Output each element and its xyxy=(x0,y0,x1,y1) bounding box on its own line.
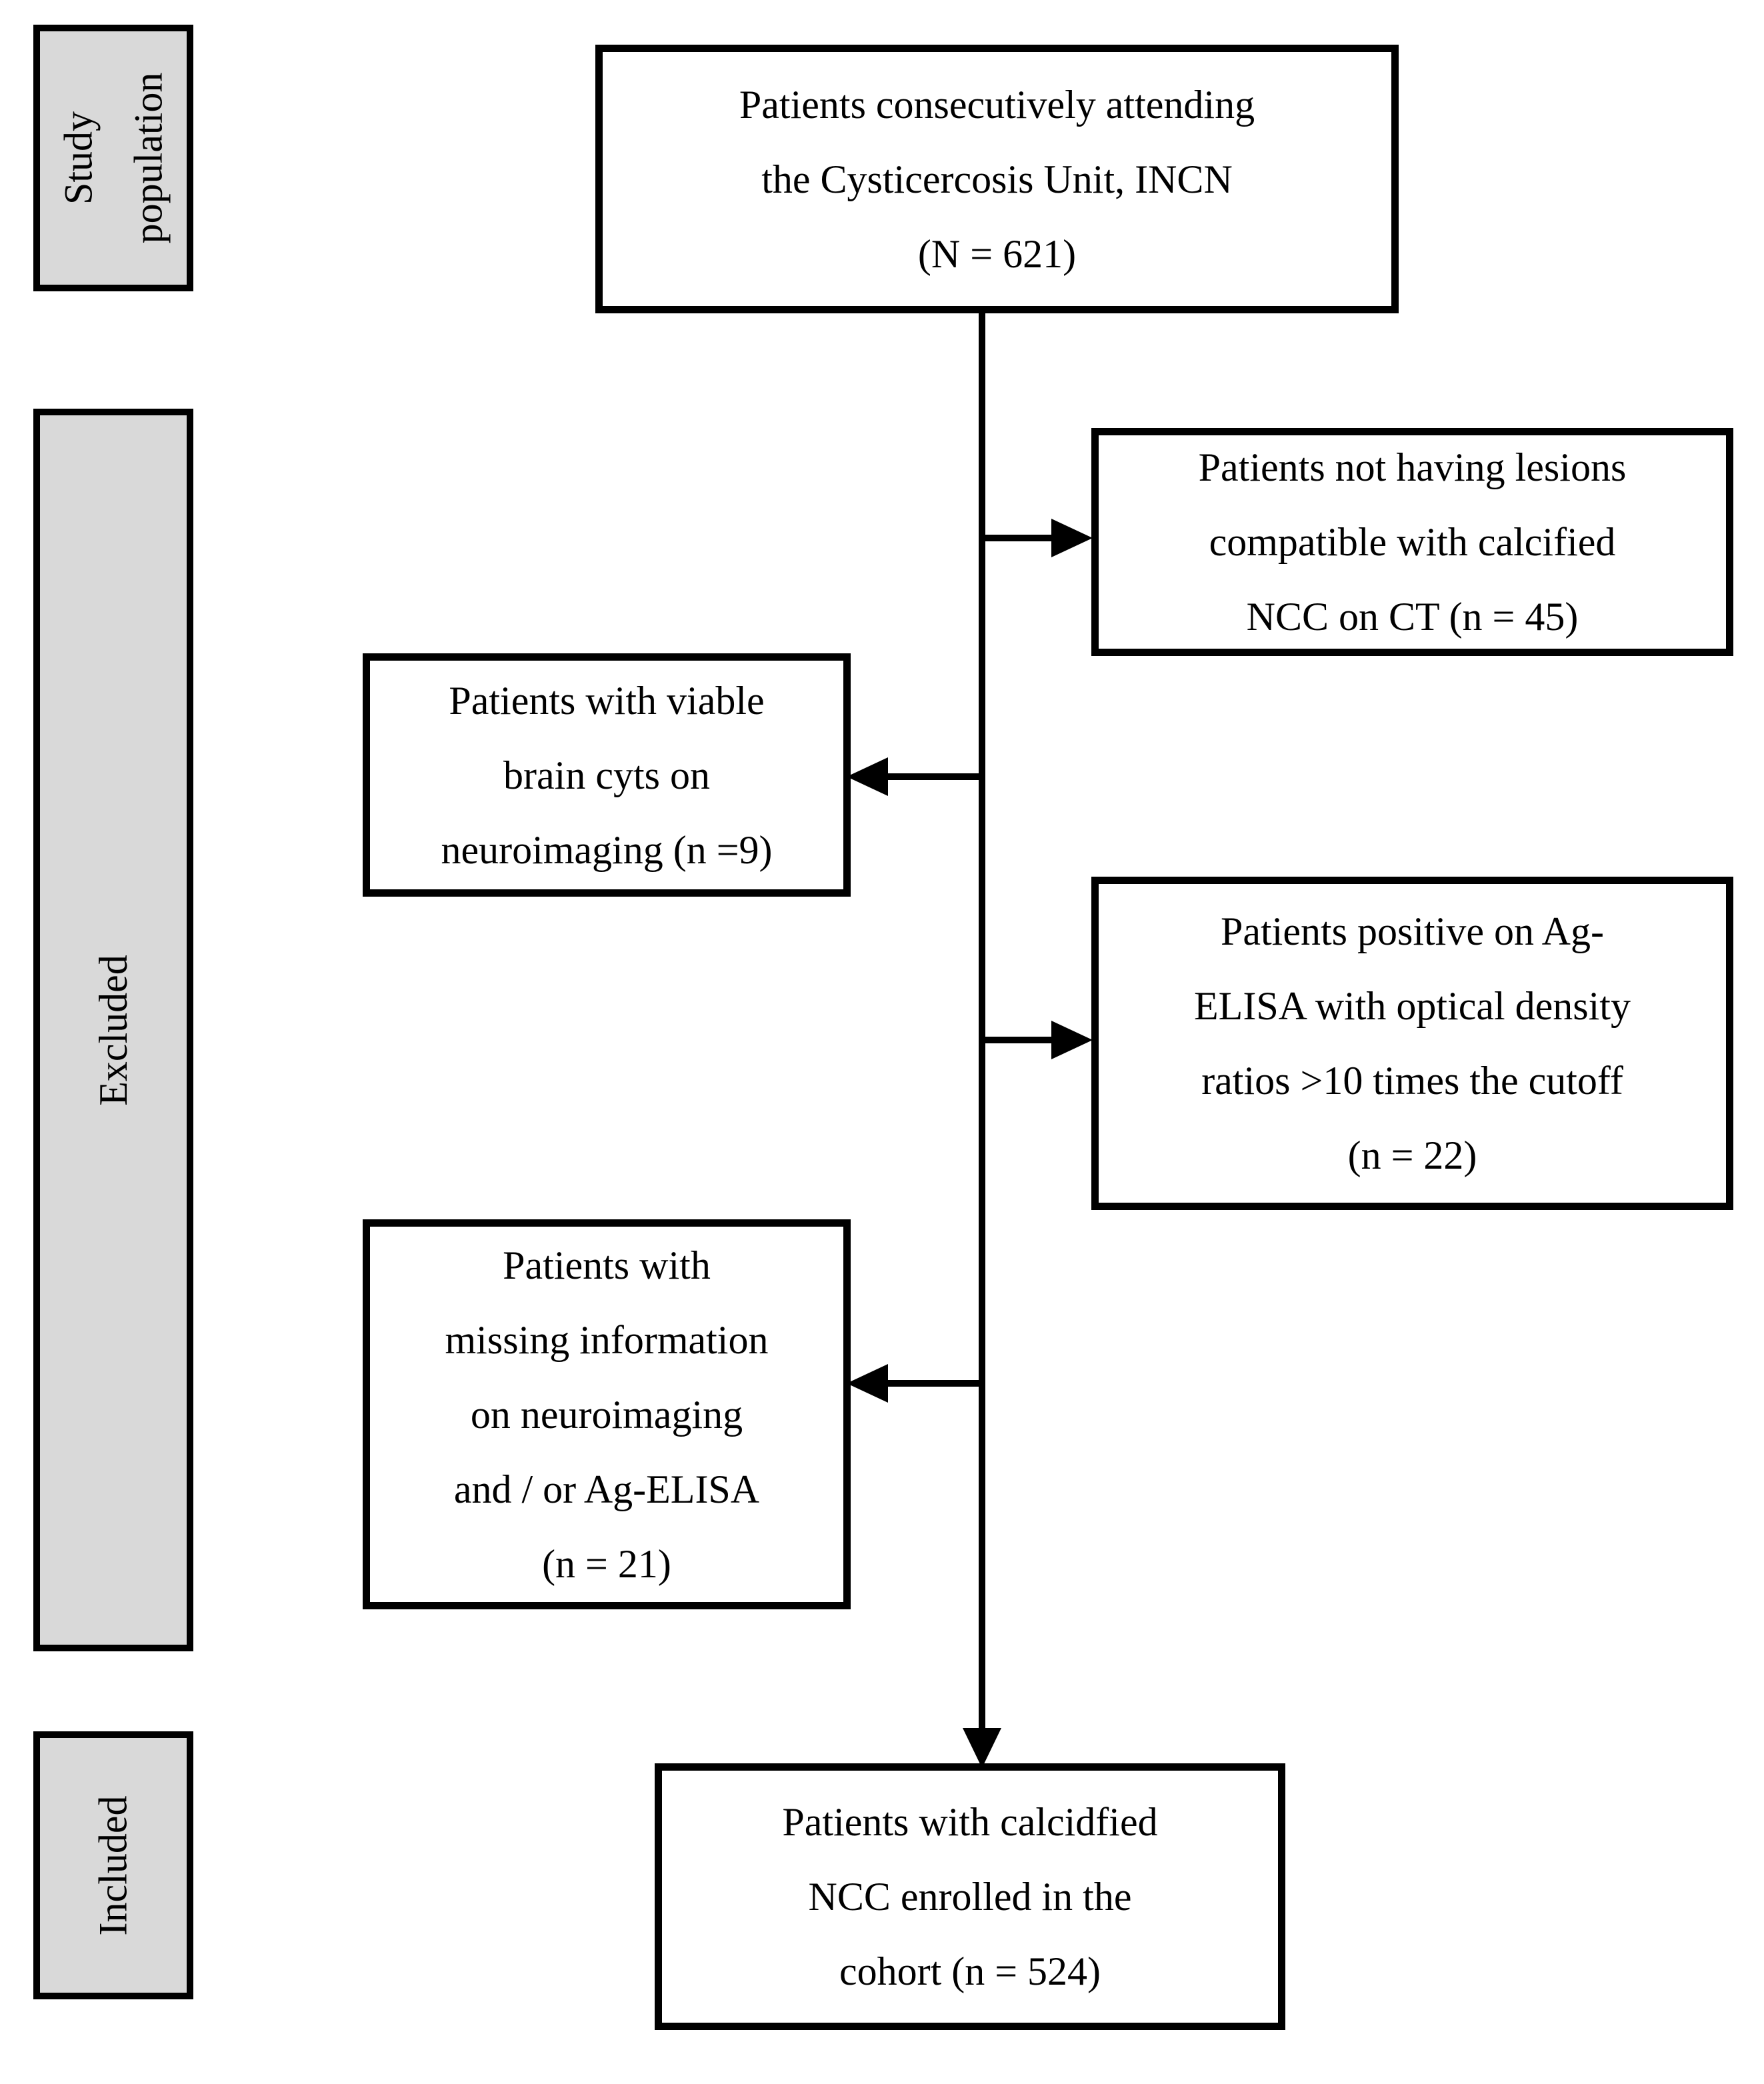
box-excluded-viable-cysts: Patients with viable brain cyts on neuro… xyxy=(363,653,851,897)
arrowhead-right-elisa-icon xyxy=(1051,1021,1093,1059)
stage-label-study-population-text: Study population xyxy=(56,72,171,244)
connector-branch-lesions xyxy=(982,535,1055,541)
box-excluded-ag-elisa-text: Patients positive on Ag- ELISA with opti… xyxy=(1194,909,1631,1177)
arrowhead-down-to-included-icon xyxy=(963,1728,1001,1768)
stage-label-included-text: Included xyxy=(91,1795,135,1935)
box-excluded-missing-info-text: Patients with missing information on neu… xyxy=(445,1243,769,1586)
box-included-cohort: Patients with calcidfied NCC enrolled in… xyxy=(655,1763,1285,2030)
connector-branch-elisa xyxy=(982,1037,1055,1043)
box-included-cohort-text: Patients with calcidfied NCC enrolled in… xyxy=(782,1800,1158,1993)
box-excluded-ag-elisa: Patients positive on Ag- ELISA with opti… xyxy=(1091,877,1733,1210)
box-study-population-text: Patients consecutively attending the Cys… xyxy=(739,82,1255,276)
box-excluded-missing-info: Patients with missing information on neu… xyxy=(363,1219,851,1609)
arrowhead-left-missing-icon xyxy=(847,1364,888,1403)
stage-label-included: Included xyxy=(33,1731,193,1999)
stage-label-excluded-text: Excluded xyxy=(91,954,135,1106)
arrowhead-left-viable-icon xyxy=(847,757,888,796)
box-study-population: Patients consecutively attending the Cys… xyxy=(595,45,1399,313)
stage-label-excluded: Excluded xyxy=(33,409,193,1651)
arrowhead-right-lesions-icon xyxy=(1051,519,1093,557)
box-excluded-viable-cysts-text: Patients with viable brain cyts on neuro… xyxy=(441,678,773,872)
connector-branch-missing xyxy=(887,1380,985,1387)
connector-main-spine xyxy=(979,313,985,1728)
connector-branch-viable xyxy=(887,773,985,780)
box-excluded-no-calcified-lesions-text: Patients not having lesions compatible w… xyxy=(1198,445,1627,639)
stage-label-study-population: Study population xyxy=(33,25,193,291)
box-excluded-no-calcified-lesions: Patients not having lesions compatible w… xyxy=(1091,428,1733,656)
